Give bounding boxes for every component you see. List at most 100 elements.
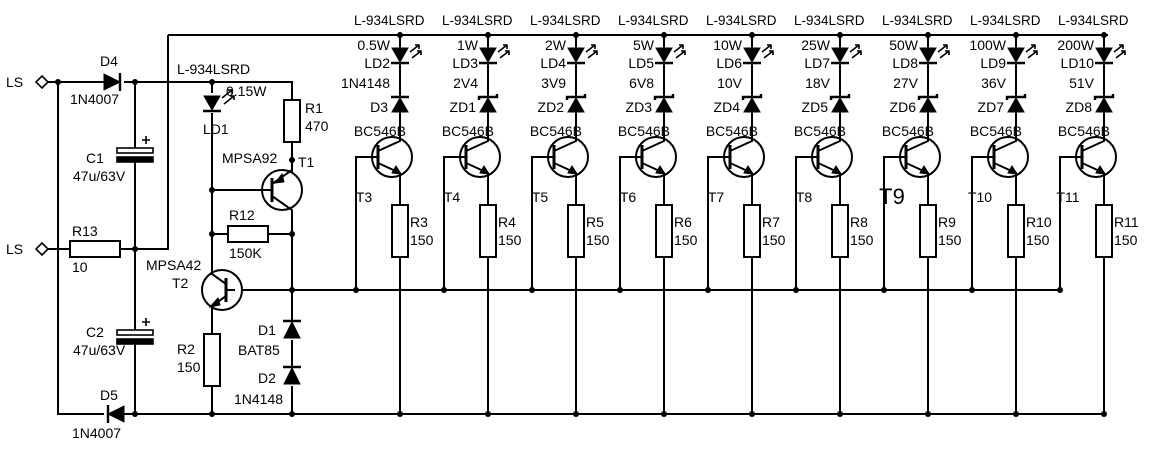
led-part-label: L-934LSRD [618,13,689,28]
resistor-r1 [283,99,301,143]
diode-label: ZD7 [978,99,1005,115]
led-part-label: L-934LSRD [1058,13,1129,28]
base-junction [1057,287,1063,293]
transistor-part-label: BC546B [970,123,1022,139]
rail-junction [1013,32,1019,38]
rail-junction [485,32,491,38]
r12-label: R12 [229,207,255,223]
d1-label: D1 [258,322,276,338]
transistor-part-label: BC546B [442,123,494,139]
left-section-labels: LS LS D4 1N4007 D5 1N4007 C1 47u/63V C2 … [6,53,329,441]
channel-wire-base [355,156,378,290]
led-label: LD8 [892,55,918,71]
diode-value: 1N4148 [341,75,390,91]
d2-label: D2 [258,370,276,386]
t1-part-label: MPSA92 [222,150,277,166]
led-label: LD5 [628,55,654,71]
diode-d5 [106,405,125,423]
resistor-r11 [1095,204,1113,258]
transistor-part-label: BC546B [354,123,406,139]
led-part-label: L-934LSRD [530,13,601,28]
diode-d4 [103,73,122,91]
diode-value: 18V [805,75,831,91]
resistor-label: R8 [850,214,868,230]
led-label: LD3 [452,55,478,71]
base-junction [969,287,975,293]
rail-junction [1101,32,1107,38]
led-ld5 [655,44,686,65]
diode-d3 [391,95,409,113]
transistor-part-label: BC546B [794,123,846,139]
transistor-label: T11 [1056,189,1079,205]
ls-terminal-top [34,74,50,90]
channel-wire-base [531,156,554,290]
r1-value: 470 [305,118,329,134]
ground-junction [485,411,491,417]
resistor-label: R4 [498,214,516,230]
power-label: 2W [545,37,567,53]
power-label: 50W [889,37,919,53]
ld1-label: LD1 [203,121,229,137]
diode-zd1 [477,94,499,113]
power-label: 10W [713,37,743,53]
r12-value: 150K [229,245,262,261]
led-label: LD9 [980,55,1006,71]
r2-value: 150 [177,359,201,375]
resistor-label: R11 [1114,214,1139,230]
ld1-part-label: L-934LSRD [177,61,250,77]
resistor-r5 [567,204,585,258]
capacitor-c2 [116,318,154,345]
diode-value: 10V [717,75,743,91]
resistor-r3 [391,204,409,258]
resistor-value: 150 [762,232,786,248]
diode-label: ZD3 [626,99,653,115]
channel-wire-base [971,156,994,290]
base-junction [793,287,799,293]
transistor-t10 [987,136,1029,179]
rail-junction [573,32,579,38]
r13-value: 10 [72,259,88,275]
resistor-r2 [203,333,221,387]
d2-value: 1N4148 [234,391,283,407]
diode-value: 6V8 [629,75,654,91]
transistor-t9 [899,136,941,179]
c1-label: C1 [86,150,104,166]
resistor-r8 [831,204,849,258]
rail-junction [397,32,403,38]
resistor-label: R10 [1026,214,1052,230]
resistor-label: R6 [674,214,692,230]
led-part-label: L-934LSRD [970,13,1041,28]
transistor-label: T5 [532,189,549,205]
resistor-r9 [919,204,937,258]
resistor-r7 [743,204,761,258]
rail-junction [837,32,843,38]
power-label: 100W [969,37,1006,53]
diode-label: ZD1 [450,99,477,115]
resistor-r13 [69,240,121,258]
d1-value: BAT85 [238,342,280,358]
led-ld2 [391,44,422,65]
diode-label: D3 [370,99,388,115]
rail-junction [661,32,667,38]
resistor-r6 [655,204,673,258]
diode-zd5 [829,94,851,113]
transistor-part-label: BC546B [530,123,582,139]
transistor-label: T8 [796,189,813,205]
channel-wire-base [1059,156,1082,290]
rail-junction [925,32,931,38]
diode-value: 36V [981,75,1007,91]
ground-junction [661,411,667,417]
diode-value: 2V4 [453,75,478,91]
ls-terminal-bottom [34,241,50,257]
r2-label: R2 [177,341,195,357]
ground-junction [573,411,579,417]
r13-label: R13 [72,223,98,239]
